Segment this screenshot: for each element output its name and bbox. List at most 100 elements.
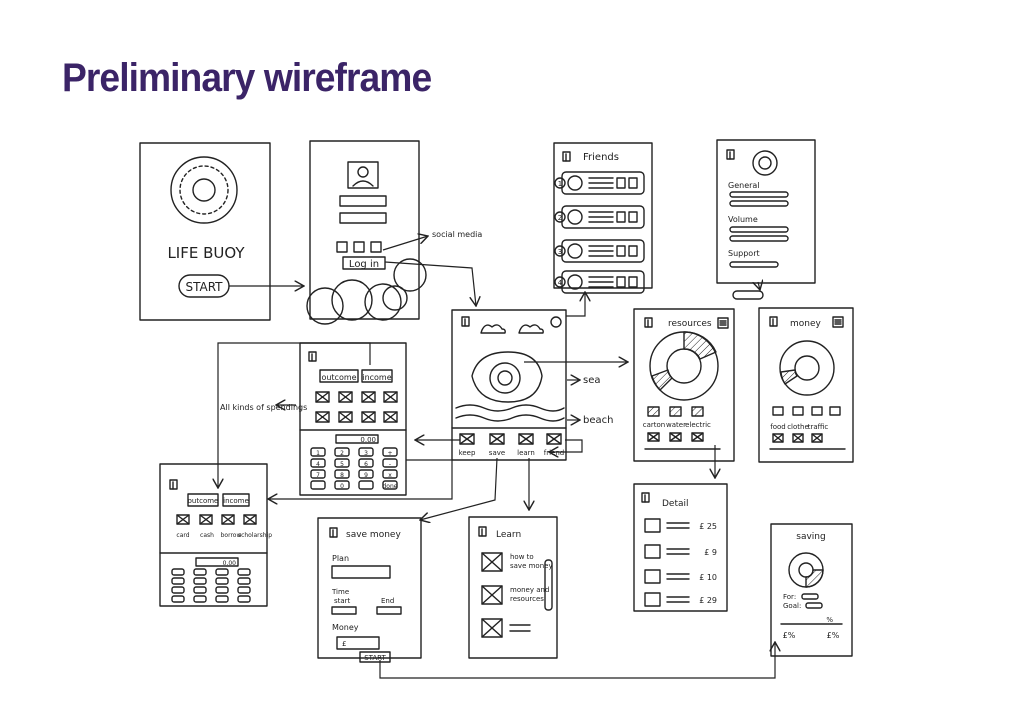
detail-item-lines [666, 548, 690, 555]
flag-icon [628, 245, 638, 257]
start-date-field [331, 606, 357, 615]
saving-screen [770, 523, 853, 657]
time-label: Time [331, 588, 349, 596]
nav-friend-to-home-arrow [549, 439, 583, 452]
keypad-key-label: 2 [340, 450, 344, 457]
keypad-key-label: 8 [340, 472, 344, 479]
friend-row [554, 205, 645, 229]
category-icon [315, 391, 330, 403]
settings-support-label: Support [728, 249, 760, 258]
resources-screen [633, 308, 735, 462]
keypad-key [193, 568, 207, 576]
save-start-button [359, 651, 391, 663]
friend-card [561, 171, 645, 195]
resources-frame [633, 308, 735, 462]
keypad-key [171, 586, 185, 594]
back-icon [641, 492, 650, 503]
keypad-key-label: - [389, 461, 391, 468]
friend-avatar-icon [567, 243, 583, 259]
detail-item-icon [644, 592, 661, 607]
chart-segment [805, 569, 824, 588]
income-income-label: income [223, 497, 249, 505]
category-icon [315, 411, 330, 423]
like-icon [616, 177, 626, 189]
amount-display [195, 557, 239, 567]
menu-icon [832, 316, 844, 328]
money-frame [758, 307, 854, 463]
keypad-key [237, 568, 251, 576]
friends-title: Friends [583, 152, 619, 163]
keypad-key-label: + [387, 450, 392, 457]
saving-frame [770, 523, 853, 657]
donut-logo-icon [170, 156, 238, 224]
goal-field [805, 602, 823, 609]
detail-item-icon [644, 544, 661, 559]
friend-rank-label: 2 [558, 214, 562, 222]
keypad [171, 568, 251, 603]
keypad-key [215, 586, 229, 594]
friend-card [561, 270, 645, 294]
money-icon [792, 406, 804, 416]
friend-avatar-icon [567, 274, 583, 290]
chart-segment [651, 369, 673, 391]
back-icon [769, 316, 778, 327]
nav-save-label: save [489, 449, 505, 457]
rank-badge [554, 177, 566, 189]
flag-icon [628, 276, 638, 288]
saving-donut-chart [788, 552, 824, 588]
cloud-icon [518, 324, 544, 334]
friend-card [561, 205, 645, 229]
money-item-icon [811, 433, 823, 443]
nav-friend-icon [546, 433, 562, 445]
avatar-icon [347, 161, 379, 189]
resource-label: carton [643, 421, 665, 429]
keypad-key [215, 577, 229, 585]
learn-frame [468, 516, 558, 659]
outcome-tab-label: outcome [321, 373, 356, 382]
keypad-key [237, 595, 251, 603]
back-icon [308, 351, 317, 362]
save-money-to-saving-arrow [379, 642, 775, 679]
password-field [339, 212, 387, 224]
for-field [801, 593, 819, 600]
saving-goal-label: Goal: [783, 602, 801, 610]
money-icon [772, 406, 784, 416]
amount-display-value: 0.00 [360, 436, 376, 444]
back-icon [562, 151, 571, 162]
saving-for-label: For: [783, 593, 796, 601]
friend-row [554, 270, 645, 294]
money-screen [758, 307, 854, 463]
resources-title: resources [668, 319, 712, 329]
friend-row [554, 171, 645, 195]
social-media-pointer [382, 236, 428, 251]
login-frame [309, 140, 420, 320]
social-icon [370, 241, 382, 253]
income-tab-label: income [362, 373, 391, 382]
keypad-key [310, 469, 326, 479]
keypad-key-label: 9 [364, 472, 368, 479]
category-icon [361, 411, 376, 423]
income-tab [222, 493, 250, 507]
friend-info-lines [588, 211, 614, 223]
detail-row [644, 544, 690, 559]
money-label: Money [332, 623, 359, 632]
general-slider [729, 200, 789, 207]
settings-volume-label: Volume [728, 215, 758, 224]
resource-icons [647, 406, 704, 442]
detail-item-icon [644, 518, 661, 533]
settings-handle-arrow [758, 282, 760, 290]
friend-row [554, 239, 645, 263]
friends-screen [553, 142, 653, 294]
splash-frame [139, 142, 271, 321]
keypad-key [193, 586, 207, 594]
detail-price: £ 10 [699, 573, 717, 582]
money-donut-chart [779, 340, 835, 396]
currency-symbol: £ [342, 640, 346, 648]
annotation-sea: sea [583, 375, 601, 386]
spending-screen [299, 342, 407, 496]
bubble-decoration [306, 258, 427, 325]
back-icon [726, 149, 735, 160]
friend-card [561, 239, 645, 263]
learn-scrollbar [544, 559, 553, 611]
keypad-key [334, 447, 350, 457]
